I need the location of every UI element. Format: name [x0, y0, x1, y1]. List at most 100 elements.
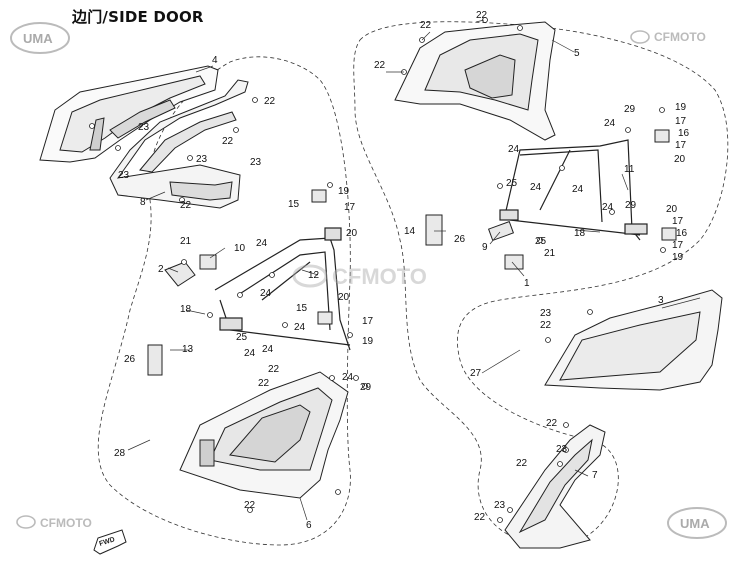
callout-24-b: 24 — [508, 144, 520, 155]
callout-1: 1 — [524, 278, 530, 289]
callout-2: 2 — [158, 264, 164, 275]
callout-19-b: 19 — [672, 252, 684, 263]
callout-19-c: 19 — [338, 186, 350, 197]
callout-18-b: 18 — [180, 304, 192, 315]
callout-25-c: 25 — [236, 332, 248, 343]
callout-26-b: 26 — [124, 354, 136, 365]
callout-15-a: 15 — [288, 199, 300, 210]
callout-22-c: 22 — [264, 96, 276, 107]
hinge-parts — [147, 129, 677, 376]
callout-23-a: 23 — [138, 122, 150, 133]
group-outline-left — [97, 56, 351, 546]
page-title: 边门/SIDE DOOR — [72, 8, 204, 26]
callout-3: 3 — [658, 295, 664, 306]
group-outline-right — [353, 21, 729, 546]
svg-text:UMA: UMA — [680, 516, 710, 531]
callout-22-f: 22 — [268, 364, 280, 375]
rear-door-frame — [214, 227, 351, 351]
lower-front-panel — [504, 424, 606, 549]
callout-24-c: 24 — [572, 184, 584, 195]
part-2-lock — [164, 261, 196, 287]
callout-22-top: 22 — [476, 10, 488, 21]
callout-24-g: 24 — [260, 288, 272, 299]
front-inner-panel — [394, 21, 556, 141]
callout-21-a: 21 — [544, 248, 556, 259]
callout-18-a: 18 — [574, 228, 586, 239]
callout-24-e: 24 — [602, 202, 614, 213]
rear-lower-trim — [109, 79, 249, 209]
svg-text:UMA: UMA — [23, 31, 53, 46]
callout-25-b: 25 — [535, 236, 547, 247]
callout-22-i: 22 — [540, 320, 552, 331]
rear-outer-lower-panel — [179, 371, 349, 499]
callout-24-a: 24 — [604, 118, 616, 129]
callout-22-h: 22 — [244, 500, 256, 511]
uma-logo-bottom-right: UMA — [667, 507, 727, 539]
callout-19-d: 19 — [362, 336, 374, 347]
callout-9: 9 — [482, 242, 488, 253]
callout-20-c: 20 — [346, 228, 358, 239]
callout-22-a: 22 — [420, 20, 432, 31]
callout-15-b: 15 — [296, 303, 308, 314]
callout-16-b: 16 — [676, 228, 688, 239]
callout-23-b: 23 — [196, 154, 208, 165]
callout-17-d: 17 — [672, 240, 684, 251]
callout-22-k: 22 — [516, 458, 528, 469]
callout-24-i: 24 — [244, 348, 256, 359]
part-10-latch — [199, 254, 217, 270]
outer-door-skin — [544, 289, 723, 391]
callout-17-f: 17 — [362, 316, 374, 327]
callout-20-b: 20 — [666, 204, 678, 215]
part-16b-hinge — [661, 227, 677, 241]
callout-26-a: 26 — [454, 234, 466, 245]
callout-12: 12 — [308, 270, 320, 281]
fasteners — [89, 17, 666, 523]
callout-22-j: 22 — [546, 418, 558, 429]
uma-logo-top-left: UMA — [10, 22, 70, 54]
part-9-handle — [487, 220, 515, 242]
callout-23-f: 23 — [556, 444, 568, 455]
callout-22-b: 22 — [374, 60, 386, 71]
part-1-latch — [504, 254, 524, 270]
part-13-handle — [147, 344, 163, 376]
callout-25-a: 25 — [506, 178, 518, 189]
front-door-frame — [499, 139, 648, 241]
callout-6: 6 — [306, 520, 312, 531]
callout-20-d: 20 — [338, 292, 350, 303]
callout-5: 5 — [574, 48, 580, 59]
callout-13: 13 — [182, 344, 194, 355]
callout-8: 8 — [140, 197, 146, 208]
rear-inner-panel — [39, 65, 219, 163]
callout-24-j: 24 — [262, 344, 274, 355]
callout-23-g: 23 — [494, 500, 506, 511]
svg-text:FWD: FWD — [98, 536, 115, 548]
callout-24-k: 24 — [342, 372, 354, 383]
callout-23-e: 23 — [540, 308, 552, 319]
callout-7: 7 — [592, 470, 598, 481]
callout-20-a: 20 — [674, 154, 686, 165]
callout-22-e: 22 — [180, 200, 192, 211]
svg-text:CFMOTO: CFMOTO — [40, 516, 92, 530]
callout-16-a: 16 — [678, 128, 690, 139]
callout-17-b: 17 — [675, 140, 687, 151]
part-15b-striker — [317, 311, 333, 325]
svg-text:CFMOTO: CFMOTO — [332, 264, 427, 289]
part-16-hinge — [654, 129, 670, 143]
callout-29-a: 29 — [624, 104, 636, 115]
callout-24-f: 24 — [256, 238, 268, 249]
callout-24-h: 24 — [294, 322, 306, 333]
part-15-striker — [311, 189, 327, 203]
callout-23-c: 23 — [250, 157, 262, 168]
callout-14: 14 — [404, 226, 416, 237]
part-14-handle — [425, 214, 443, 246]
callout-labels: 4 5 22 22 22 22 22 22 23 23 23 23 8 11 2… — [114, 10, 690, 531]
callout-17-c: 17 — [672, 216, 684, 227]
callout-28: 28 — [114, 448, 126, 459]
fwd-arrow-icon: FWD — [93, 529, 127, 555]
callout-21-b: 21 — [180, 236, 192, 247]
callout-10: 10 — [234, 243, 246, 254]
callout-22-d: 22 — [222, 136, 234, 147]
callout-11: 11 — [624, 164, 635, 175]
